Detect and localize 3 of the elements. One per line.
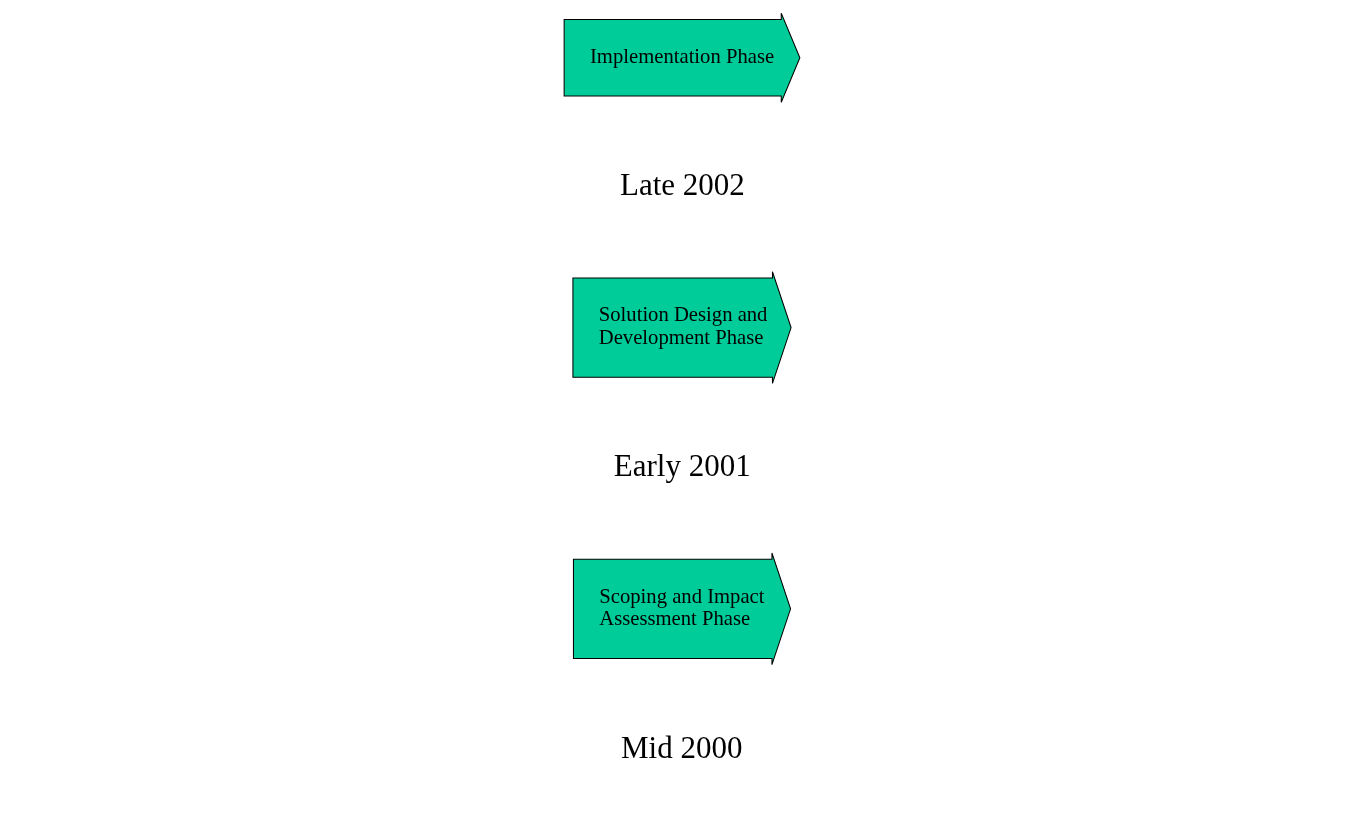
- node-label: Mid 2000: [621, 729, 743, 765]
- node-label: Early 2001: [613, 447, 751, 483]
- node-label: Late 2002: [619, 166, 745, 202]
